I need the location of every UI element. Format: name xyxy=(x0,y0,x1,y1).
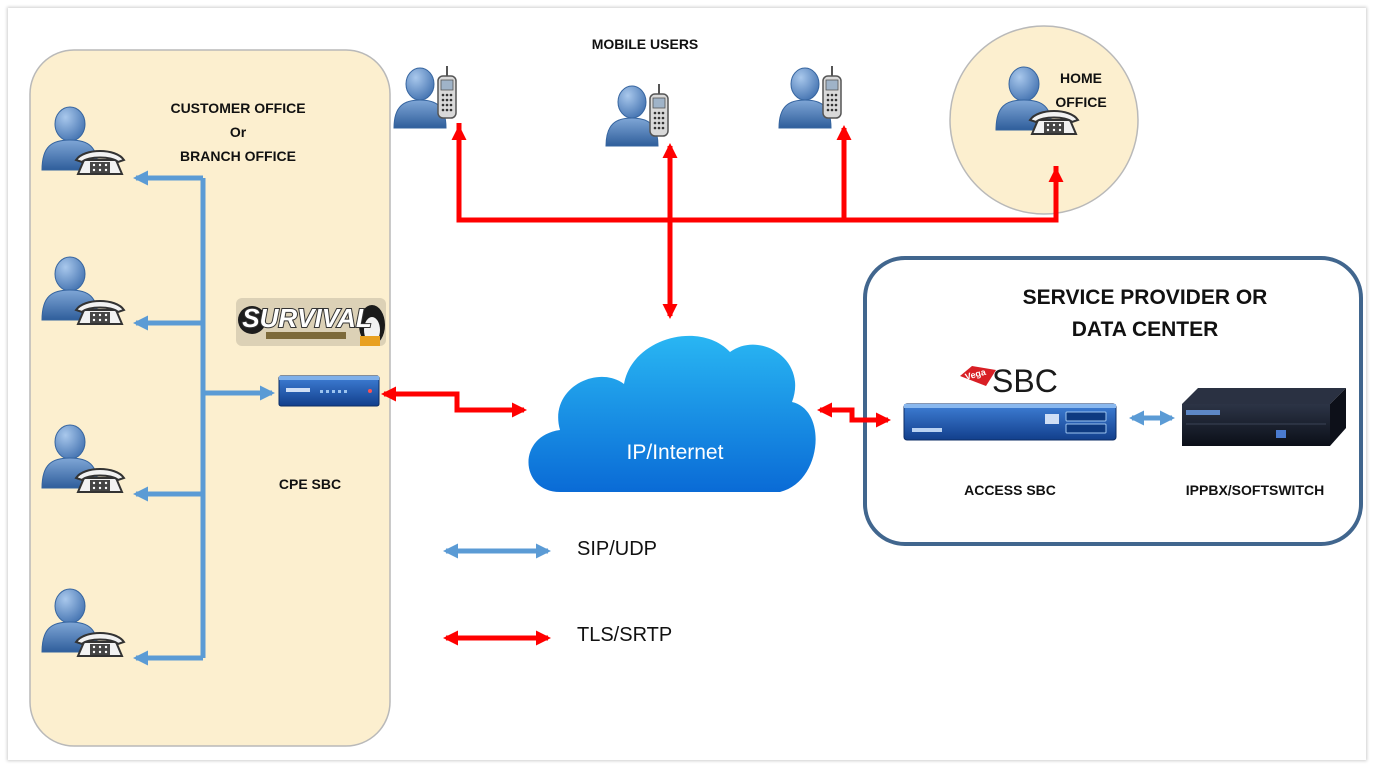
cloud-label: IP/Internet xyxy=(627,441,724,464)
mobile-tls-links xyxy=(451,123,1064,319)
access-sbc-device-icon xyxy=(903,403,1117,441)
survival-logo: SURVIVAL xyxy=(236,298,386,346)
mobile-users-label: MOBILE USERS xyxy=(591,36,699,52)
mobile-user-2-icon xyxy=(605,83,669,147)
access-sbc-label: ACCESS SBC xyxy=(964,482,1056,498)
ippbx-label: IPPBX/SOFTSWITCH xyxy=(1185,482,1325,498)
cpe-cloud-tls-link xyxy=(381,386,527,418)
home-office-line2: OFFICE xyxy=(1055,94,1107,110)
cpe-sbc-label: CPE SBC xyxy=(278,476,342,492)
service-provider-line1: SERVICE PROVIDER OR xyxy=(1022,286,1268,309)
cloud-icon xyxy=(528,335,816,492)
customer-office-line2: Or xyxy=(229,124,247,140)
cloud-sbc-tls-link xyxy=(817,402,891,428)
customer-office-label: CUSTOMER OFFICE Or BRANCH OFFICE xyxy=(140,96,336,168)
sbc-logo-text: SBC xyxy=(992,363,1058,399)
customer-office-line1: CUSTOMER OFFICE xyxy=(170,100,306,116)
service-provider-panel xyxy=(863,256,1363,546)
survival-logo-text: SURVIVAL xyxy=(242,303,372,333)
service-provider-line2: DATA CENTER xyxy=(1071,318,1219,341)
ippbx-server-icon xyxy=(1182,388,1346,446)
mobile-user-3-icon xyxy=(778,65,842,129)
mobile-user-1-icon xyxy=(393,65,457,129)
home-office-label: HOME OFFICE xyxy=(1036,66,1126,114)
cpe-sbc-device-icon xyxy=(278,375,380,407)
office-sip-links xyxy=(133,170,275,666)
customer-office-line3: BRANCH OFFICE xyxy=(180,148,296,164)
service-provider-label: SERVICE PROVIDER OR DATA CENTER xyxy=(980,282,1310,346)
legend-sip-label: SIP/UDP xyxy=(577,538,658,560)
legend-tls-label: TLS/SRTP xyxy=(577,624,673,646)
home-office-line1: HOME xyxy=(1060,70,1102,86)
vega-sbc-logo: Vega SBC xyxy=(960,363,1058,399)
